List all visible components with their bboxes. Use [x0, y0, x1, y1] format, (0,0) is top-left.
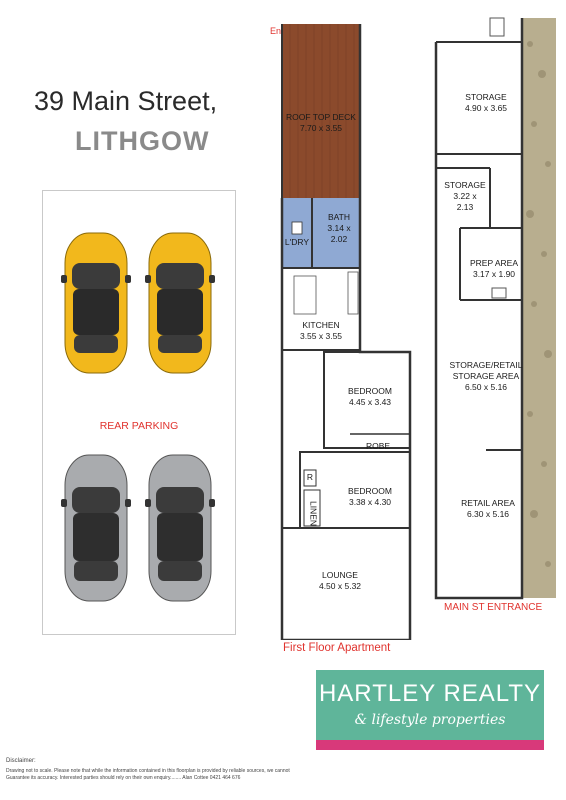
- room-size: 3.22 x: [453, 191, 477, 201]
- room-kitchen: KITCHEN 3.55 x 3.55: [282, 320, 360, 342]
- room-robe: ROBE: [358, 441, 398, 452]
- room-size: 7.70 x 3.55: [299, 123, 343, 133]
- entry-label: Entry: [270, 26, 292, 36]
- room-bedroom-2: BEDROOM 3.38 x 4.30: [330, 486, 410, 508]
- room-name: RETAIL AREA: [461, 498, 515, 508]
- room-name: ROOF TOP DECK: [286, 112, 356, 122]
- room-name: PREP AREA: [469, 258, 519, 268]
- room-roof-deck: ROOF TOP DECK 7.70 x 3.55: [282, 112, 360, 134]
- car-icon: [61, 232, 131, 374]
- room-name: STORAGE AREA: [452, 371, 520, 381]
- room-name: STORAGE: [444, 180, 486, 190]
- room-name: LINEN: [308, 500, 319, 527]
- room-size: 4.50 x 5.32: [318, 581, 362, 591]
- room-name: L'DRY: [284, 237, 310, 247]
- logo-sub-text: & lifestyle properties: [354, 712, 506, 728]
- room-retail-area: RETAIL AREA 6.30 x 5.16: [452, 498, 524, 520]
- room-name: STORAGE: [465, 92, 507, 102]
- room-name: KITCHEN: [302, 320, 340, 330]
- logo-accent-bar: [316, 740, 544, 750]
- room-name: BEDROOM: [348, 386, 392, 396]
- stone-wall: [522, 18, 556, 598]
- room-size: 3.14 x: [327, 223, 351, 233]
- logo-background: [316, 670, 544, 740]
- room-prep-area: PREP AREA 3.17 x 1.90: [464, 258, 524, 280]
- logo-main-text: HARTLEY REALTY: [318, 680, 542, 707]
- room-name: LOUNGE: [322, 570, 358, 580]
- room-size: 4.45 x 3.43: [348, 397, 392, 407]
- first-floor-plan: [280, 24, 412, 640]
- room-size: 4.90 x 3.65: [464, 103, 508, 113]
- first-floor-label: First Floor Apartment: [283, 642, 391, 654]
- room-size: 6.30 x 5.16: [466, 509, 510, 519]
- room-storage-2: STORAGE 3.22 x 2.13: [440, 180, 490, 213]
- room-name: R: [306, 472, 314, 482]
- car-icon: [61, 454, 131, 602]
- room-r: R: [305, 472, 315, 483]
- room-size: 6.50 x 5.16: [464, 382, 508, 392]
- room-bath: BATH 3.14 x 2.02: [316, 212, 362, 245]
- address-line: 39 Main Street,: [34, 86, 218, 116]
- room-name: STORAGE/RETAIL: [449, 360, 523, 370]
- town-name: LITHGOW: [75, 126, 210, 156]
- room-size: 2.13: [456, 202, 474, 212]
- room-size: 3.55 x 3.55: [299, 331, 343, 341]
- room-laundry: L'DRY: [282, 237, 312, 248]
- rear-parking-area: [42, 190, 236, 635]
- car-icon: [145, 454, 215, 602]
- room-lounge: LOUNGE 4.50 x 5.32: [300, 570, 380, 592]
- room-name: BATH: [327, 212, 351, 222]
- hartley-realty-logo: HARTLEY REALTY & lifestyle properties: [316, 670, 544, 750]
- rear-parking-label: REAR PARKING: [99, 420, 179, 432]
- room-name: BEDROOM: [348, 486, 392, 496]
- ground-floor-plan: [434, 17, 556, 600]
- room-storage-retail: STORAGE/RETAIL STORAGE AREA 6.50 x 5.16: [442, 360, 530, 393]
- room-bedroom-1: BEDROOM 4.45 x 3.43: [330, 386, 410, 408]
- roof-deck-area: [282, 24, 360, 198]
- room-storage-1: STORAGE 4.90 x 3.65: [450, 92, 522, 114]
- room-size: 3.38 x 4.30: [348, 497, 392, 507]
- disclaimer-text: Drawing not to scale. Please note that w…: [6, 768, 290, 781]
- car-icon: [145, 232, 215, 374]
- room-size: 3.17 x 1.90: [472, 269, 516, 279]
- room-name: ROBE: [365, 441, 391, 451]
- parking-cars: [61, 232, 215, 602]
- main-st-entrance-label: MAIN ST ENTRANCE: [444, 602, 543, 613]
- room-linen: LINEN: [308, 499, 319, 529]
- room-size: 2.02: [330, 234, 348, 244]
- disclaimer-title: Disclaimer:: [6, 758, 36, 764]
